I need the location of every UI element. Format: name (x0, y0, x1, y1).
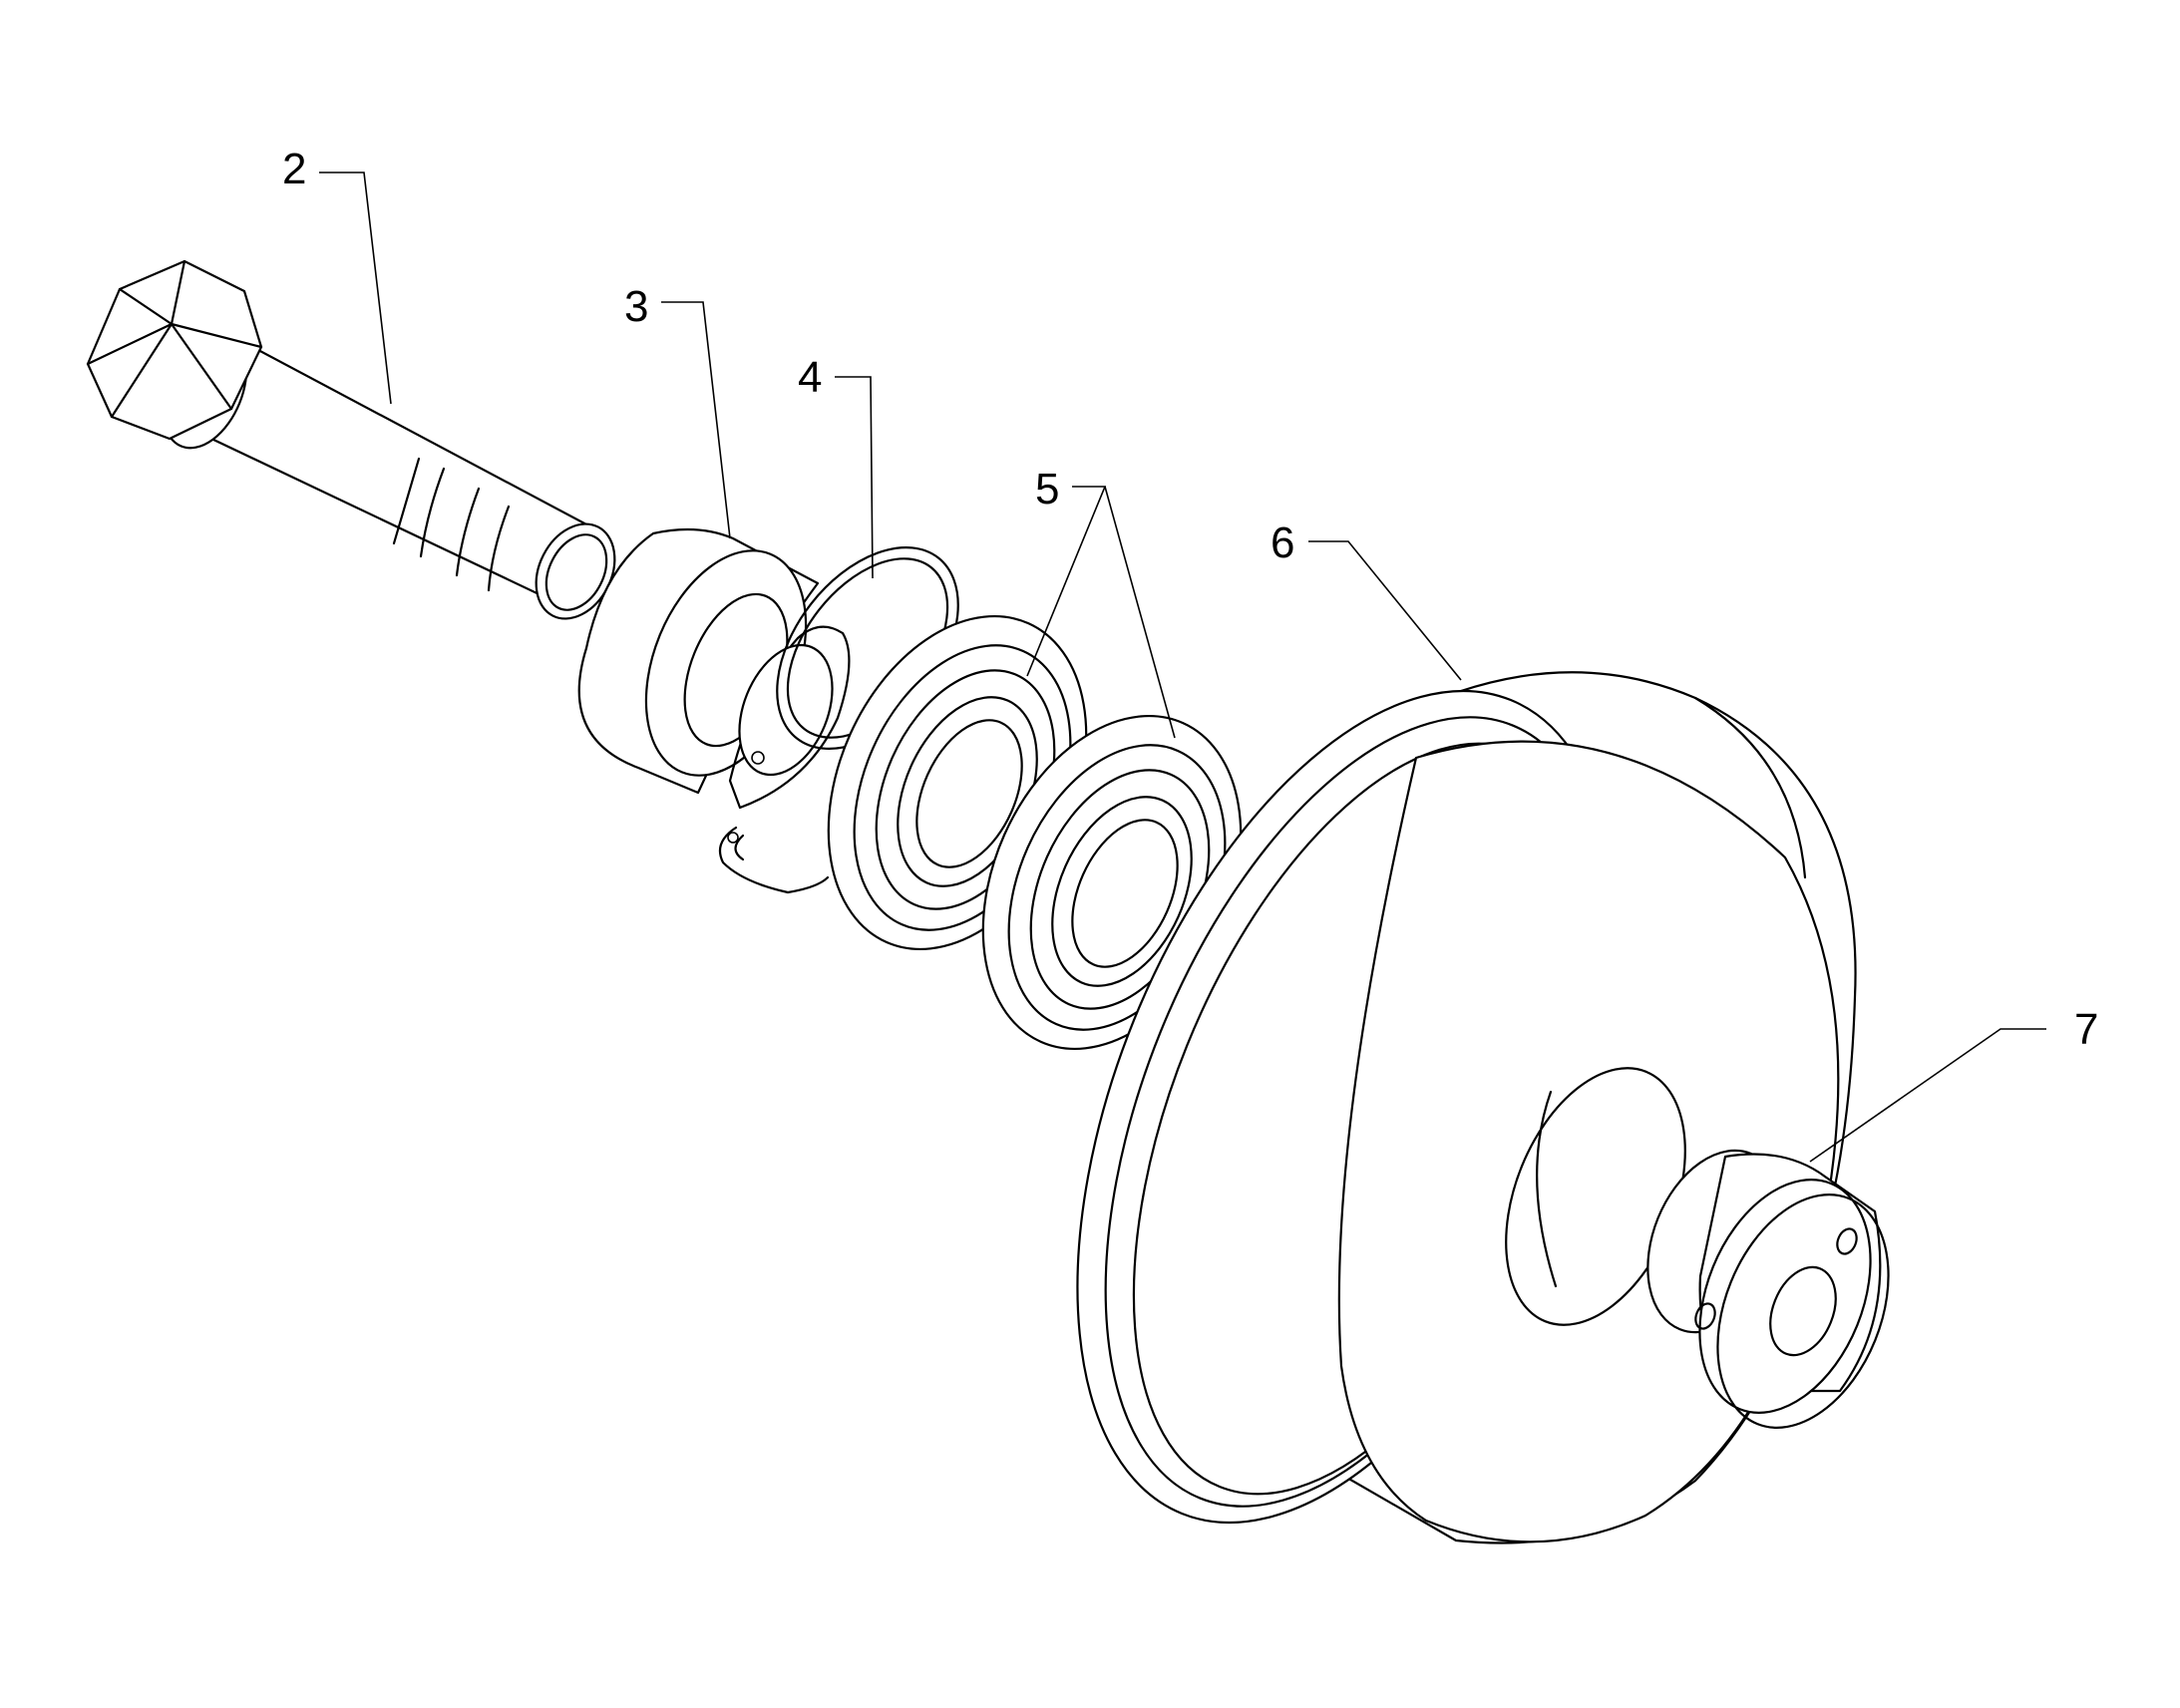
leader-lines (319, 171, 2046, 1163)
callout-3: 3 (624, 282, 648, 331)
part-bushing (577, 527, 851, 894)
callout-2: 2 (282, 145, 306, 193)
callout-7: 7 (2074, 1005, 2098, 1054)
callout-6: 6 (1271, 518, 1294, 567)
part-hex-bolt (86, 259, 616, 620)
callout-4: 4 (798, 353, 822, 402)
callout-5: 5 (1035, 465, 1059, 513)
part-hub-cap (1646, 1149, 1890, 1429)
